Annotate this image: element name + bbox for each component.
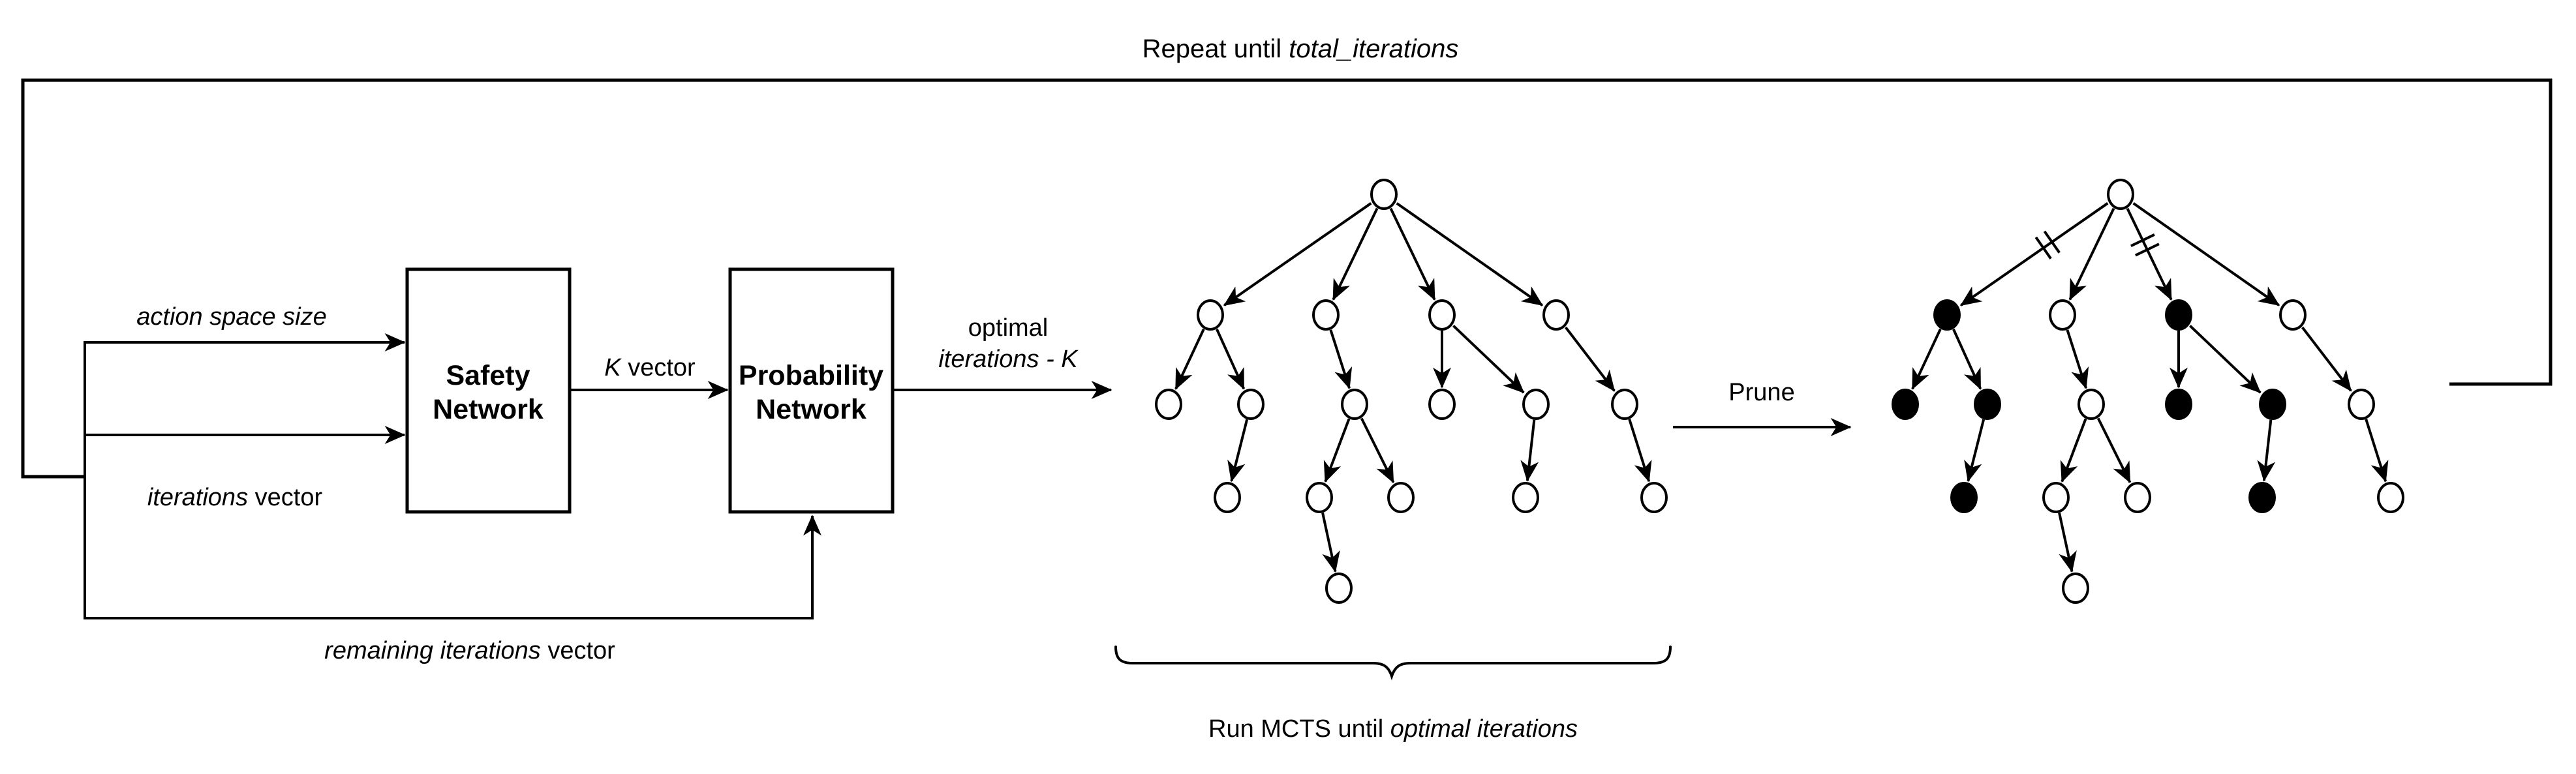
tree-edge (1911, 328, 1942, 390)
tree-node (1370, 179, 1398, 210)
tree-node-pruned (1950, 482, 1978, 513)
tree-node-pruned (2165, 389, 2192, 420)
tree-node-pruned (1892, 389, 1919, 420)
tree-edge (1452, 325, 1525, 394)
tree-edge (1321, 513, 1340, 573)
tree-edge (2189, 325, 2262, 394)
tree-edge (1227, 419, 1249, 483)
tree-node (1197, 299, 1224, 331)
tree-edge (2066, 329, 2089, 389)
iterations-vector-label: iterations vector (147, 484, 323, 511)
run-mcts-label: Run MCTS until optimal iterations (1208, 715, 1578, 743)
k-vector-label: K vector (604, 354, 696, 381)
tree-node-pruned (1974, 389, 2001, 420)
repeat-loop-wire (21, 78, 2553, 479)
prune-cut-mark (2130, 233, 2155, 247)
tree-node-pruned (1933, 299, 1961, 331)
tree-edge (2257, 419, 2276, 482)
tree-node (1428, 299, 1456, 331)
tree-edge (2060, 418, 2087, 483)
tree-edge (1216, 329, 1246, 390)
tree-node (1341, 389, 1368, 420)
tree-node (1611, 389, 1638, 420)
tree-edge (1952, 329, 1982, 390)
tree-edge (1360, 417, 1395, 484)
remaining-iterations-wire (85, 514, 821, 619)
probability-network-label-line2: Network (756, 394, 866, 425)
optimal-label-line1: optimal (968, 314, 1049, 342)
tree-node (2042, 482, 2070, 513)
tree-edge (2058, 513, 2077, 573)
action-space-size-label: action space size (136, 303, 327, 331)
tree-node-pruned (2248, 482, 2276, 513)
tree-node (2279, 299, 2307, 331)
probability-network-box: Probability Network (728, 267, 895, 514)
tree-edge (1329, 329, 1353, 389)
prune-cut-mark (2134, 243, 2160, 257)
optimal-label-line2: iterations - K (938, 346, 1079, 373)
tree-node (2078, 389, 2105, 420)
tree-edge (1396, 202, 1544, 306)
tree-node (1306, 482, 1333, 513)
tree-node (1522, 389, 1550, 420)
tree-node (2377, 482, 2404, 513)
tree-node (1640, 482, 1668, 513)
tree-node (2049, 299, 2076, 331)
prune-label: Prune (1728, 379, 1794, 406)
tree-edge (2126, 207, 2173, 301)
repeat-title: Repeat until total_iterations (1142, 35, 1459, 63)
mcts-brace (1114, 646, 1672, 681)
safety-network-label-line1: Safety (446, 360, 530, 391)
safety-network-rect (405, 267, 572, 514)
tree-node (1387, 482, 1415, 513)
tree-node (1325, 573, 1353, 604)
tree-node (1312, 299, 1340, 331)
tree-node (2062, 573, 2089, 604)
tree-edge (1332, 207, 1379, 301)
tree-node-pruned (2259, 389, 2286, 420)
tree-edge (1960, 202, 2109, 306)
tree-node (1214, 482, 1241, 513)
tree-edge (1389, 207, 1436, 301)
tree-edge (1565, 326, 1616, 392)
tree-node (1428, 389, 1456, 420)
tree-node (1155, 389, 1182, 420)
safety-network-label-line2: Network (433, 394, 544, 425)
prune-cut-mark (2043, 230, 2061, 254)
tree-edge (2301, 326, 2352, 392)
probability-network-rect (728, 267, 895, 514)
tree-node (2107, 179, 2134, 210)
tree-edge (1628, 419, 1652, 483)
tree-edge (1520, 419, 1539, 482)
tree-node (2348, 389, 2375, 420)
tree-edge (1223, 202, 1372, 306)
tree-edge (2132, 202, 2280, 306)
safety-network-box: Safety Network (405, 267, 572, 514)
mcts-tree-after-prune (1892, 179, 2404, 604)
tree-node-pruned (2165, 299, 2192, 331)
tree-edge (2365, 419, 2389, 483)
mcts-tree-before-prune (1155, 179, 1668, 604)
tree-node (1237, 389, 1265, 420)
tree-edge (1323, 418, 1351, 483)
tree-node (1542, 299, 1570, 331)
probability-network-label-line1: Probability (739, 360, 883, 391)
tree-edge (1964, 419, 1986, 483)
tree-node (1512, 482, 1539, 513)
remaining-iterations-label: remaining iterations vector (324, 637, 615, 664)
tree-edge (2068, 207, 2115, 301)
tree-edge (2096, 417, 2132, 484)
prune-cut-mark (2034, 236, 2052, 260)
tree-node (2124, 482, 2151, 513)
tree-edge (1174, 328, 1205, 390)
